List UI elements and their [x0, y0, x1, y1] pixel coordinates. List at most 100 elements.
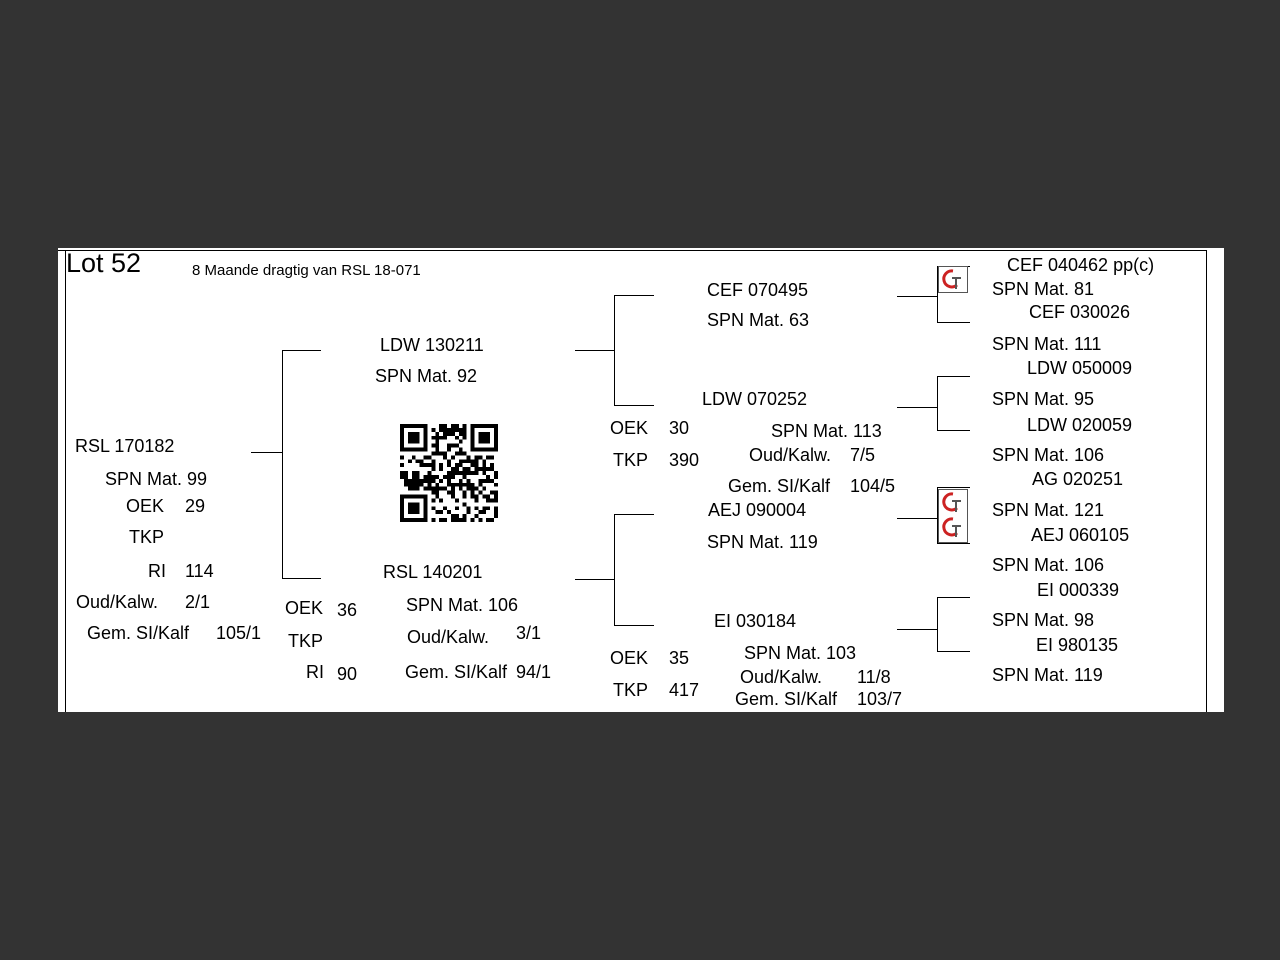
ggp-2-id: CEF 030026 — [1029, 302, 1131, 322]
ggp-8-spn: SPN Mat. 119 — [992, 665, 1103, 685]
sd-tkp-value: 390 — [669, 450, 700, 470]
ggp-7-spn: SPN Mat. 98 — [992, 610, 1095, 630]
sd-oek-label: OEK — [610, 418, 649, 438]
sd-oud-value: 7/5 — [850, 445, 876, 465]
dd-oek-label: OEK — [610, 648, 649, 668]
connector — [614, 295, 654, 296]
subject-id: RSL 170182 — [75, 436, 175, 456]
dam-id: RSL 140201 — [383, 562, 483, 582]
ggp-5-spn: SPN Mat. 121 — [992, 500, 1105, 520]
connector — [282, 350, 321, 351]
sd-spn: SPN Mat. 113 — [771, 421, 882, 441]
dam-oud-value: 3/1 — [516, 623, 542, 643]
sd-oud-label: Oud/Kalw. — [749, 445, 832, 465]
ggp-3-id: LDW 050009 — [1027, 358, 1133, 378]
dd-gem-value: 103/7 — [857, 689, 903, 709]
sd-oek-value: 30 — [669, 418, 690, 438]
connector — [282, 350, 283, 579]
connector — [282, 578, 321, 579]
dam-tkp-label: TKP — [288, 631, 324, 651]
connector — [614, 405, 654, 406]
sd-id: LDW 070252 — [702, 389, 808, 409]
ggp-1-spn: SPN Mat. 81 — [992, 279, 1095, 299]
connector — [937, 487, 938, 544]
subject-tkp-label: TKP — [129, 527, 165, 547]
left-border — [65, 250, 66, 712]
connector — [937, 597, 938, 652]
ss-spn: SPN Mat. 63 — [707, 310, 810, 330]
dam-oud-label: Oud/Kalw. — [407, 627, 490, 647]
dam-spn: SPN Mat. 106 — [406, 595, 519, 615]
cg-logo-icon — [938, 266, 968, 293]
dd-oud-value: 11/8 — [857, 667, 891, 687]
dam-ri-label: RI — [306, 662, 324, 682]
connector — [251, 452, 283, 453]
connector — [937, 266, 938, 323]
dam-oek-value: 36 — [337, 600, 358, 620]
connector — [937, 651, 970, 652]
sd-gem-value: 104/5 — [850, 476, 896, 496]
ggp-4-id: LDW 020059 — [1027, 415, 1133, 435]
connector — [897, 629, 938, 630]
connector — [897, 296, 938, 297]
dam-gem-value: 94/1 — [516, 662, 552, 682]
sd-gem-label: Gem. SI/Kalf — [728, 476, 831, 496]
subject-oek-label: OEK — [126, 496, 165, 516]
top-border — [58, 250, 1206, 251]
ggp-3-spn: SPN Mat. 95 — [992, 389, 1095, 409]
connector — [614, 514, 654, 515]
connector — [575, 579, 615, 580]
ds-spn: SPN Mat. 119 — [707, 532, 818, 552]
sire-spn: SPN Mat. 92 — [375, 366, 478, 386]
connector — [937, 543, 970, 544]
subject-oek-value: 29 — [185, 496, 206, 516]
ggp-8-id: EI 980135 — [1036, 635, 1119, 655]
ggp-1-id: CEF 040462 pp(c) — [1007, 255, 1155, 275]
subject-oud-value: 2/1 — [185, 592, 211, 612]
connector — [614, 295, 615, 406]
connector — [937, 597, 970, 598]
ss-id: CEF 070495 — [707, 280, 809, 300]
cg-logo-pair-icon — [938, 489, 968, 543]
subject-ri-label: RI — [148, 561, 166, 581]
connector — [937, 487, 970, 488]
qr-code[interactable] — [400, 424, 498, 522]
sire-id: LDW 130211 — [380, 335, 484, 355]
subject-gem-value: 105/1 — [216, 623, 262, 643]
subject-gem-label: Gem. SI/Kalf — [87, 623, 190, 643]
ds-id: AEJ 090004 — [708, 500, 807, 520]
connector — [937, 376, 970, 377]
dd-oek-value: 35 — [669, 648, 690, 668]
connector — [897, 407, 938, 408]
pedigree-sheet: Lot 52 8 Maande dragtig van RSL 18-071 R… — [58, 248, 1224, 712]
subject-oud-label: Oud/Kalw. — [76, 592, 159, 612]
ggp-4-spn: SPN Mat. 106 — [992, 445, 1105, 465]
sd-tkp-label: TKP — [613, 450, 649, 470]
dd-tkp-value: 417 — [669, 680, 700, 700]
connector — [614, 625, 654, 626]
ggp-7-id: EI 000339 — [1037, 580, 1120, 600]
dd-id: EI 030184 — [714, 611, 797, 631]
right-border — [1206, 250, 1207, 712]
ggp-6-id: AEJ 060105 — [1031, 525, 1130, 545]
ggp-2-spn: SPN Mat. 111 — [992, 334, 1102, 354]
dd-tkp-label: TKP — [613, 680, 649, 700]
subject-spn: SPN Mat. 99 — [105, 469, 208, 489]
dd-oud-label: Oud/Kalw. — [740, 667, 823, 687]
dam-oek-label: OEK — [285, 598, 324, 618]
dd-gem-label: Gem. SI/Kalf — [735, 689, 838, 709]
lot-number: Lot 52 — [66, 248, 142, 278]
ggp-5-id: AG 020251 — [1032, 469, 1124, 489]
connector — [897, 518, 938, 519]
ggp-6-spn: SPN Mat. 106 — [992, 555, 1105, 575]
connector — [937, 376, 938, 431]
pregnancy-note: 8 Maande dragtig van RSL 18-071 — [192, 262, 421, 279]
dam-ri-value: 90 — [337, 664, 358, 684]
connector — [575, 350, 615, 351]
dd-spn: SPN Mat. 103 — [744, 643, 857, 663]
connector — [937, 322, 970, 323]
connector — [937, 430, 970, 431]
connector — [614, 514, 615, 626]
dam-gem-label: Gem. SI/Kalf — [405, 662, 508, 682]
subject-ri-value: 114 — [185, 561, 214, 581]
